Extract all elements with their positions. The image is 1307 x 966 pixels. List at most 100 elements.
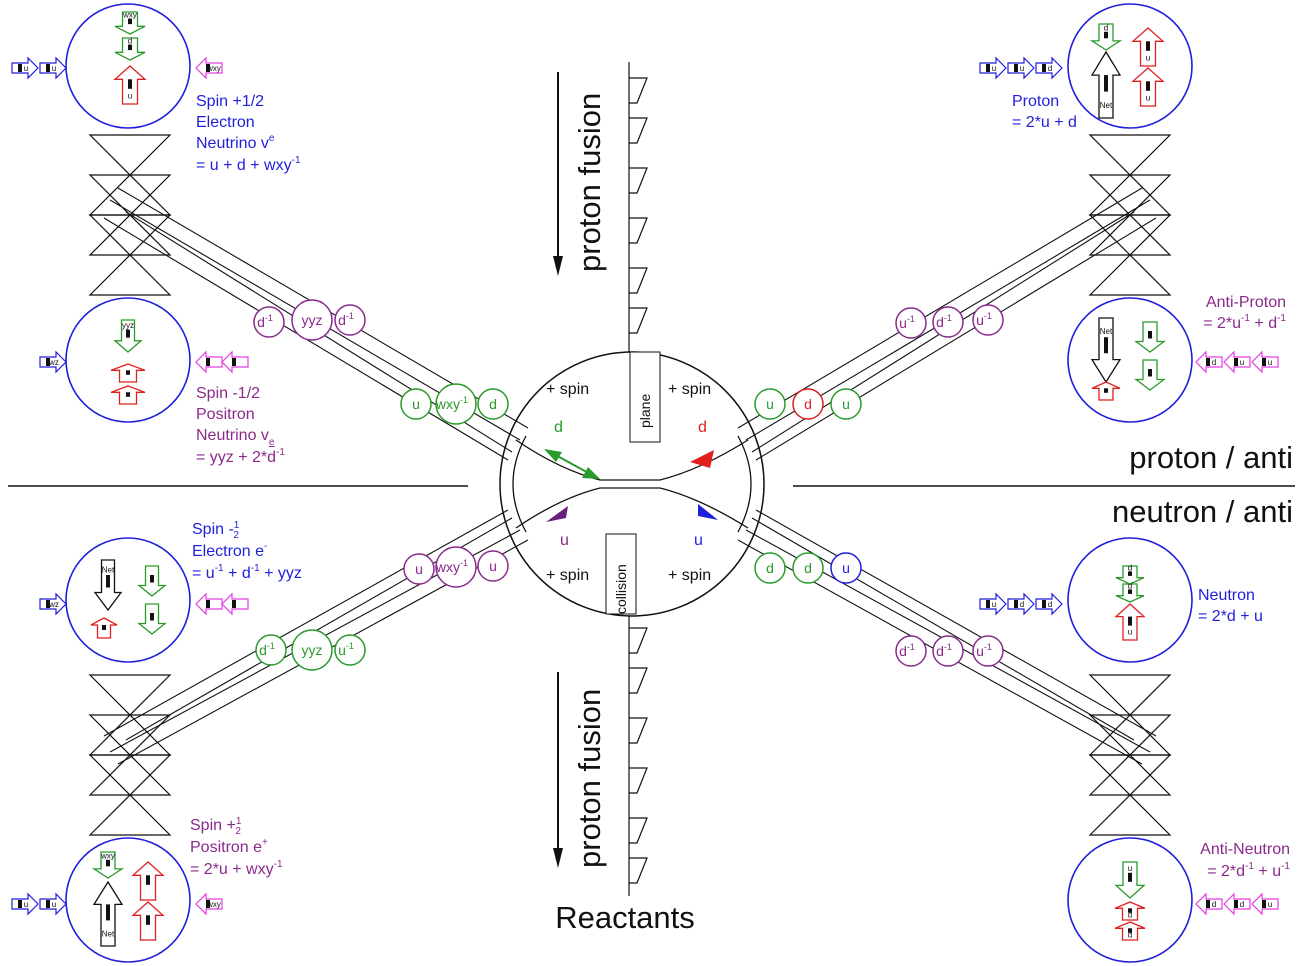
arrow-label: d — [1128, 564, 1132, 573]
purple-arrowhead — [546, 506, 568, 522]
chain-label: u — [52, 900, 56, 909]
bead-ul-3: u — [400, 388, 432, 420]
chain-label: d — [1020, 600, 1024, 609]
bead-lr-0: d — [754, 552, 786, 584]
arrow-label: d — [1104, 24, 1108, 33]
positron-neutrino-circle — [65, 297, 191, 423]
ap-line-2: = 2*u-1 + d-1 — [1203, 313, 1286, 332]
el-line-2: Electron e- — [192, 541, 267, 560]
bead-label: d — [804, 396, 812, 412]
pr-line-1: Proton — [1012, 93, 1059, 110]
arrow-label: Net — [102, 566, 115, 575]
bead-label: wxy-1 — [435, 395, 468, 412]
bead-label: u — [412, 396, 420, 412]
center-u-blue: u — [694, 532, 703, 549]
anti-proton-circle — [1067, 297, 1193, 423]
bead-ur-2: u-1 — [972, 304, 1004, 336]
bead-lr-5: u-1 — [972, 635, 1004, 667]
en-line-4: = u + d + wxy-1 — [196, 155, 301, 174]
bead-ur-0: u-1 — [895, 307, 927, 339]
chain-label: d — [1240, 900, 1244, 909]
chain-label: u — [52, 64, 56, 73]
arrow-label: wxy — [100, 852, 115, 861]
chain-label: wz — [48, 358, 59, 367]
chain-label: wxy — [206, 900, 221, 909]
gate-lr — [1088, 674, 1172, 836]
bead-ur-4: d — [792, 388, 824, 420]
arrow-label: wxy — [122, 11, 137, 20]
arrow-label: Net — [1100, 327, 1113, 336]
bead-label: d — [766, 560, 774, 576]
bottom-ladder — [628, 610, 648, 896]
bead-ll-0: u — [403, 553, 435, 585]
anti-neutron-circle — [1067, 837, 1193, 963]
arrow-label: yyz — [122, 321, 134, 330]
reactants-label: Reactants — [555, 900, 695, 935]
chain-label: u — [992, 600, 996, 609]
bead-label: wxy-1 — [435, 558, 468, 575]
ne-line-2: = 2*d + u — [1198, 608, 1263, 625]
chain-label: d — [1212, 358, 1216, 367]
proton-circle — [1067, 3, 1193, 129]
chain-label: u — [24, 900, 28, 909]
bead-ll-2: u — [477, 550, 509, 582]
channel-lower — [515, 487, 749, 529]
bead-lr-3: d-1 — [895, 635, 927, 667]
arrow-label: u — [128, 91, 132, 100]
bead-label: u — [842, 396, 850, 412]
bead-label: yyz — [302, 642, 323, 658]
arrow-label: Net — [102, 929, 115, 938]
positron-neutrino-text: Spin -1/2 Positron Neutrino ve = yyz + 2… — [196, 385, 285, 466]
top-down-arrow-head — [553, 256, 563, 276]
pn-line-3: Neutrino ve — [196, 427, 275, 448]
arrow-label: d — [128, 37, 132, 46]
bead-ur-1: d-1 — [932, 306, 964, 338]
bead-ul-4: wxy-1 — [435, 383, 477, 425]
arrow-label: d — [1128, 930, 1132, 939]
channel-right-curve — [737, 435, 752, 533]
collision-box — [605, 533, 637, 615]
bead-ll-3: d-1 — [255, 634, 287, 666]
neutron-anti-label: neutron / anti — [1112, 494, 1293, 529]
center-d-red: d — [698, 419, 707, 436]
gate-ul — [88, 134, 172, 296]
arrow-label: u — [1146, 53, 1150, 62]
chain-label: wxy — [206, 64, 221, 73]
pn-line-4: = yyz + 2*d-1 — [196, 447, 285, 466]
proton-text: Proton = 2*u + d — [1012, 93, 1077, 131]
bead-label: yyz — [302, 312, 323, 328]
pn-line-1: Spin -1/2 — [196, 385, 260, 402]
electron-neutrino-text: Spin +1/2 Electron Neutrino ve = u + d +… — [196, 93, 301, 174]
top-ladder — [628, 62, 648, 352]
proton-anti-label: proton / anti — [1129, 440, 1293, 475]
arrow-label: d — [1128, 582, 1132, 591]
ne-line-1: Neutron — [1198, 587, 1255, 604]
green-arrowhead-left — [544, 449, 562, 462]
pn-line-2: Positron — [196, 406, 255, 423]
pn-glyphs: yyz wz — [39, 319, 249, 405]
plane-label: plane — [637, 394, 653, 428]
en-line-2: Electron — [196, 114, 255, 131]
spin-label-ur: + spin — [668, 381, 711, 398]
bead-ul-0: d-1 — [253, 306, 285, 338]
proton-fusion-top: proton fusion — [572, 93, 607, 272]
chain-label: wz — [48, 600, 59, 609]
po-line-2: Positron e+ — [190, 837, 268, 856]
an-line-2: = 2*d-1 + u-1 — [1207, 861, 1290, 880]
positron-circle — [65, 837, 191, 963]
chain-label: u — [1020, 64, 1024, 73]
bead-ul-5: d — [477, 388, 509, 420]
bead-label: u — [842, 560, 850, 576]
chain-label: u — [992, 64, 996, 73]
channel-upper — [515, 439, 749, 481]
